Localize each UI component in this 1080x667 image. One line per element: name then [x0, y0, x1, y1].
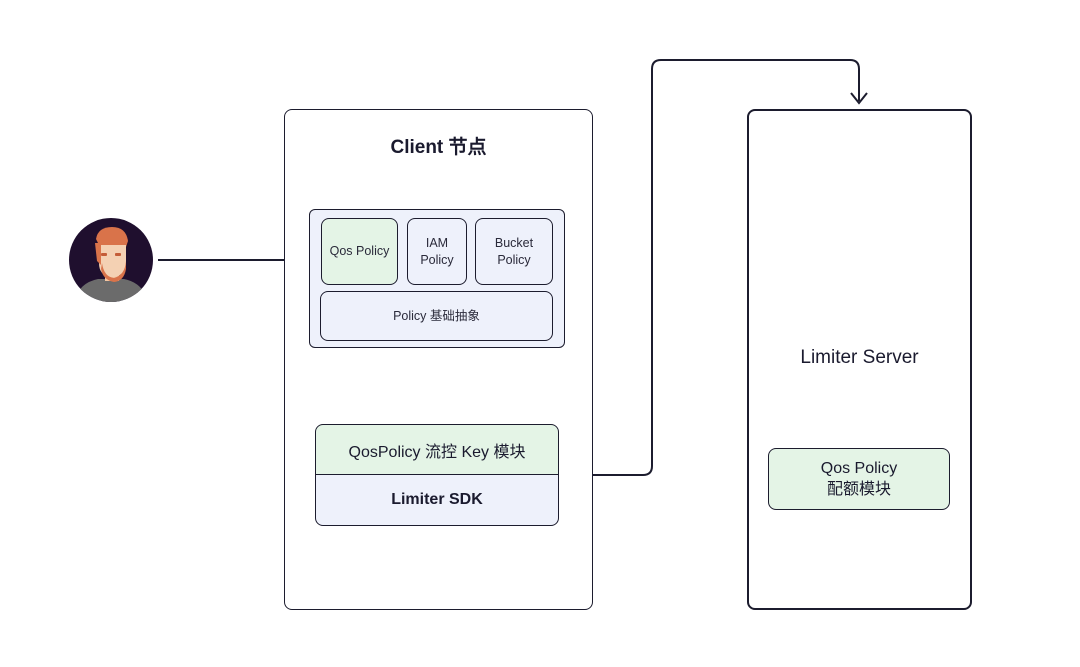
qos-policy-quota-module: Qos Policy 配额模块 — [768, 448, 950, 510]
quota-module-label-line1: Qos Policy — [820, 460, 898, 477]
qospolicy-key-module: QosPolicy 流控 Key 模块 — [315, 424, 559, 476]
qos-policy-chip: Qos Policy — [321, 218, 398, 285]
arrow-key-to-server — [565, 59, 860, 476]
limiter-sdk: Limiter SDK — [315, 474, 559, 526]
iam-policy-chip: IAM Policy — [407, 218, 467, 285]
bucket-policy-label-line1: Bucket — [494, 235, 534, 250]
bucket-policy-label-line2: Policy — [497, 252, 531, 267]
client-node-title: Client 节点 — [390, 137, 487, 158]
limiter-server-title: Limiter Server — [800, 347, 919, 368]
user-avatar-icon — [69, 218, 153, 302]
policy-base-label: Policy 基础抽象 — [393, 308, 480, 323]
key-module-label: QosPolicy 流控 Key 模块 — [348, 444, 526, 461]
limiter-server-node — [747, 109, 972, 610]
policy-base-abstraction: Policy 基础抽象 — [320, 291, 553, 341]
quota-module-label-line2: 配额模块 — [826, 481, 891, 498]
limiter-sdk-label: Limiter SDK — [391, 491, 483, 508]
qos-policy-label: Qos Policy — [329, 244, 390, 258]
iam-policy-label-line1: IAM — [425, 235, 449, 250]
arrowhead-key-to-server — [850, 92, 868, 105]
bucket-policy-chip: Bucket Policy — [475, 218, 553, 285]
iam-policy-label-line2: Policy — [420, 252, 454, 267]
client-node: Client 节点 — [284, 109, 593, 610]
